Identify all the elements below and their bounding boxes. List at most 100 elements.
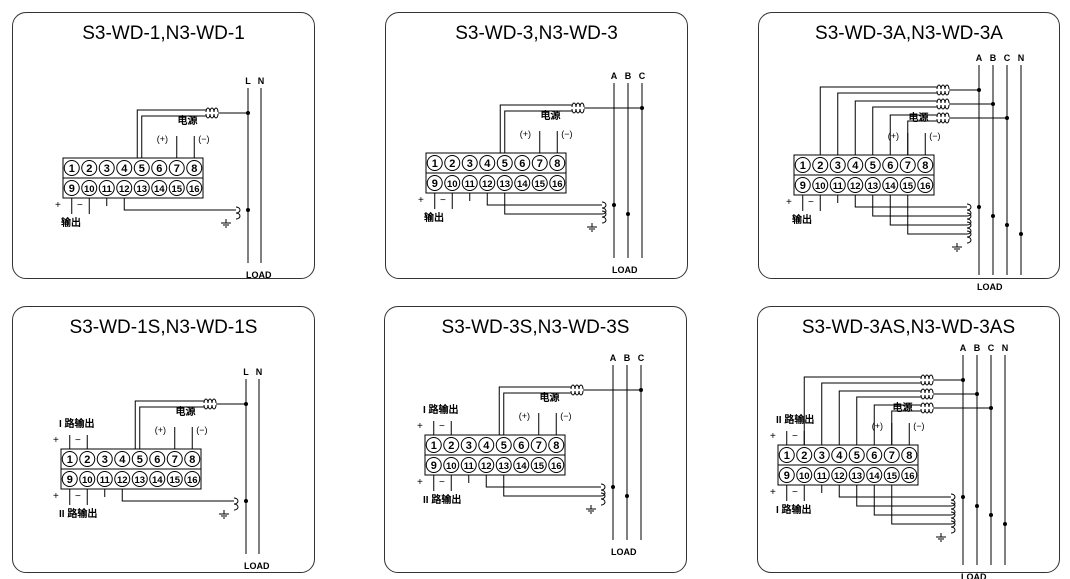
terminal-6 — [866, 447, 883, 463]
terminal-16 — [548, 457, 565, 473]
power-minus-label: (−) — [913, 421, 924, 431]
current-transformer — [203, 404, 217, 410]
terminal-label-1: 1 — [800, 160, 806, 172]
terminal-8 — [901, 447, 918, 463]
ct-wire — [819, 86, 937, 155]
terminal-label-9: 9 — [69, 183, 75, 195]
junction-dot — [244, 402, 248, 406]
line-label-N: N — [1002, 343, 1009, 353]
junction-dot — [612, 203, 616, 207]
junction-dot — [246, 111, 250, 115]
junction-dot — [991, 214, 995, 218]
output-minus: − — [792, 487, 798, 498]
terminal-label-2: 2 — [817, 160, 823, 172]
terminal-label-16: 16 — [904, 471, 915, 482]
junction-dot — [989, 513, 993, 517]
terminal-9 — [794, 177, 811, 193]
terminal-label-5: 5 — [502, 158, 508, 170]
current-transformer — [570, 390, 584, 396]
terminal-14 — [151, 180, 168, 196]
terminal-4 — [116, 160, 133, 176]
line-label-A: A — [976, 53, 983, 63]
ct-wire — [907, 120, 937, 155]
ct-wire — [134, 400, 204, 449]
output-top-label: I 路输出 — [423, 403, 459, 416]
panel-title: S3-WD-3,N3-WD-3 — [455, 23, 618, 44]
terminal-label-2: 2 — [86, 163, 92, 175]
voltage-wire — [889, 195, 967, 226]
voltage-wire — [872, 195, 967, 217]
output-top-minus: − — [439, 421, 445, 432]
terminal-label-5: 5 — [854, 450, 860, 462]
line-label-L: L — [245, 76, 251, 86]
terminal-8 — [548, 437, 565, 453]
line-label-B: B — [974, 343, 981, 353]
terminal-5 — [495, 437, 512, 453]
terminal-9 — [426, 175, 443, 191]
terminal-label-6: 6 — [518, 440, 524, 452]
terminal-15 — [531, 175, 548, 191]
terminal-15 — [530, 457, 547, 473]
terminal-7 — [168, 160, 185, 176]
line-label-N: N — [256, 367, 263, 377]
ct-wire — [499, 104, 572, 153]
terminal-label-15: 15 — [534, 179, 545, 190]
current-transformer — [920, 374, 934, 380]
voltage-wire — [854, 195, 967, 208]
output-minus: − — [75, 491, 81, 502]
terminal-label-5: 5 — [137, 454, 143, 466]
output-top-label: II 路输出 — [776, 413, 814, 426]
terminal-11 — [829, 177, 846, 193]
power-label: 电源 — [176, 405, 196, 418]
terminal-label-2: 2 — [801, 450, 807, 462]
terminal-label-14: 14 — [869, 471, 880, 482]
terminal-label-14: 14 — [152, 475, 163, 486]
terminal-label-11: 11 — [464, 461, 475, 472]
terminal-label-4: 4 — [484, 158, 491, 170]
terminal-12 — [847, 177, 864, 193]
current-transformer — [570, 384, 584, 390]
terminal-8 — [186, 160, 203, 176]
terminal-label-8: 8 — [906, 450, 912, 462]
output-minus: − — [77, 200, 83, 211]
terminal-label-10: 10 — [82, 475, 93, 486]
current-transformer — [936, 90, 950, 96]
terminal-label-10: 10 — [799, 471, 810, 482]
current-transformer — [203, 398, 217, 404]
terminal-6 — [513, 437, 530, 453]
terminal-label-13: 13 — [851, 471, 862, 482]
terminal-label-10: 10 — [815, 181, 826, 192]
terminal-label-8: 8 — [553, 440, 559, 452]
terminal-label-16: 16 — [187, 475, 198, 486]
terminal-label-12: 12 — [834, 471, 845, 482]
terminal-3 — [461, 155, 478, 171]
terminal-11 — [460, 457, 477, 473]
terminal-label-1: 1 — [69, 163, 75, 175]
output-plus: + — [786, 197, 792, 208]
terminal-label-8: 8 — [554, 158, 560, 170]
terminal-label-15: 15 — [886, 471, 897, 482]
terminal-label-3: 3 — [467, 158, 473, 170]
terminal-1 — [425, 437, 442, 453]
terminal-7 — [883, 447, 900, 463]
load-coil — [601, 201, 607, 215]
terminal-label-13: 13 — [134, 475, 145, 486]
line-label-A: A — [611, 71, 618, 81]
terminal-label-13: 13 — [136, 184, 147, 195]
current-transformer — [936, 104, 950, 110]
terminal-13 — [495, 457, 512, 473]
terminal-16 — [549, 175, 566, 191]
panel-title: S3-WD-3AS,N3-WD-3AS — [801, 317, 1016, 338]
junction-dot — [975, 504, 979, 508]
load-coil — [950, 520, 956, 534]
terminal-9 — [63, 180, 80, 196]
terminal-label-12: 12 — [482, 179, 493, 190]
terminal-1 — [794, 157, 811, 173]
junction-dot — [626, 212, 630, 216]
terminal-label-6: 6 — [154, 454, 160, 466]
ct-wire — [889, 114, 937, 155]
terminal-16 — [186, 180, 203, 196]
